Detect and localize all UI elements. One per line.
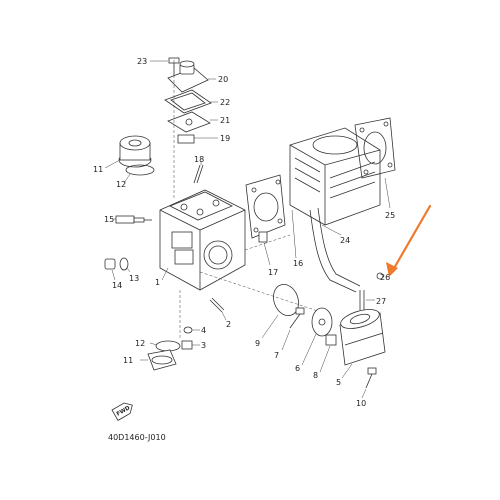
dowel-pin-part-17	[258, 231, 271, 266]
cylinder-head-part-1	[159, 189, 246, 291]
part-number-label-p2: 2	[226, 320, 231, 329]
part-number-label-p11b: 11	[123, 356, 133, 365]
drain-plug-part-14	[104, 258, 116, 281]
plate-part-6	[301, 307, 333, 366]
washer-part-13	[119, 257, 131, 273]
cap-part-11-lower	[140, 349, 177, 371]
bolt-part-2	[209, 297, 227, 321]
part-number-label-p3: 3	[201, 341, 206, 350]
hose-part-24	[309, 207, 361, 293]
diagram-reference-code: 40D1460-J010	[108, 433, 166, 442]
part-number-label-p16: 16	[293, 259, 303, 268]
part-number-label-p11a: 11	[93, 165, 103, 174]
clip-part-19	[177, 134, 218, 144]
part-number-label-p5: 5	[336, 378, 341, 387]
plate-part-21	[167, 111, 218, 133]
spark-plug-part-15	[113, 215, 152, 224]
part-number-label-p21: 21	[220, 116, 230, 125]
oil-filler-cap-part-11	[104, 135, 152, 169]
part-number-label-p10: 10	[356, 399, 366, 408]
part-number-label-p4: 4	[201, 326, 206, 335]
part-number-label-p15: 15	[104, 215, 114, 224]
bolt-part-8	[319, 334, 337, 373]
part-number-label-p1: 1	[155, 278, 160, 287]
part-number-label-p9: 9	[255, 339, 260, 348]
part-number-label-p23: 23	[137, 57, 147, 66]
part-number-label-p26: 26	[380, 273, 390, 282]
stud-bolt-part-18	[193, 161, 204, 184]
part-number-label-p20: 20	[218, 75, 228, 84]
part-number-label-p8: 8	[313, 371, 318, 380]
canister-part-5	[339, 309, 386, 379]
o-ring-part-9	[261, 284, 299, 339]
part-number-label-p18: 18	[194, 155, 204, 164]
part-number-label-p7: 7	[274, 351, 279, 360]
fitting-part-26	[376, 272, 384, 280]
bolt-part-3	[181, 340, 200, 350]
bolt-part-23	[150, 57, 180, 78]
head-gasket	[245, 174, 286, 239]
part-number-label-p17: 17	[268, 268, 278, 277]
cylinder-block-part-16	[289, 127, 381, 259]
bolt-part-10	[361, 367, 377, 399]
cap-part-20	[167, 60, 216, 93]
gasket-part-22	[164, 89, 218, 114]
collar-part-4	[183, 326, 200, 334]
part-number-label-p27: 27	[376, 297, 386, 306]
base-gasket-part-25	[354, 117, 396, 209]
orange-callout-arrow	[386, 204, 432, 277]
part-number-label-p25: 25	[385, 211, 395, 220]
part-number-label-p6: 6	[295, 364, 300, 373]
part-number-label-p12a: 12	[116, 180, 126, 189]
part-number-label-p14: 14	[112, 281, 122, 290]
o-ring-part-12	[123, 164, 155, 184]
part-number-label-p19: 19	[220, 134, 230, 143]
part-number-label-p13: 13	[129, 274, 139, 283]
forward-direction-badge: FWD	[111, 402, 133, 421]
bolt-part-7	[281, 307, 305, 351]
part-number-label-p12b: 12	[135, 339, 145, 348]
o-ring-part-12-lower	[149, 340, 181, 352]
pipe-part-27	[359, 290, 375, 310]
part-number-label-p24: 24	[340, 236, 350, 245]
part-number-label-p22: 22	[220, 98, 230, 107]
